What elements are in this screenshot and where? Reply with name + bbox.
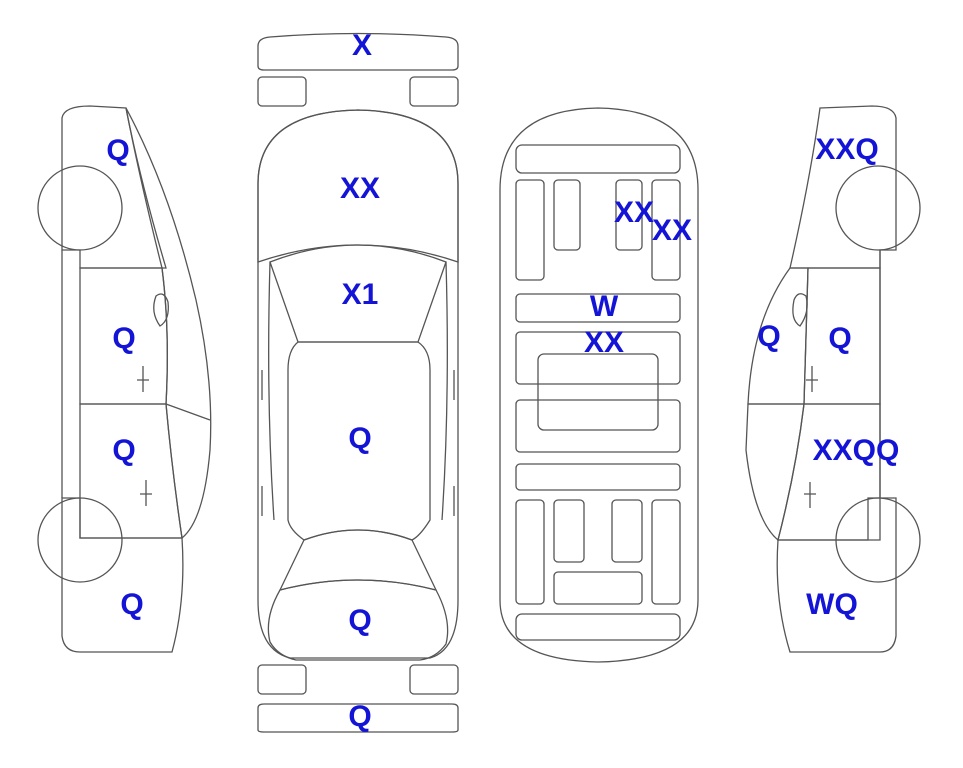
dashboard [515,144,681,174]
console-block [537,353,659,431]
interior-bar-panel[interactable] [515,293,681,323]
left-taillight [257,664,307,695]
right-rear-quarter-panel[interactable] [776,497,897,653]
rear-bench [515,463,681,491]
rear-right-side [651,499,681,605]
left-front-wheel[interactable] [37,165,123,251]
label-left-front-fender: Q [106,134,129,167]
right-seat-inner[interactable] [615,179,643,251]
right-headlight [409,76,459,107]
interior-outline [499,107,699,663]
label-left-rear-door: Q [112,434,135,467]
right-seat-side[interactable] [651,179,681,281]
rear-right-seat [611,499,643,563]
left-rear-door-panel[interactable] [79,403,183,539]
label-right-rear-quarter: WQ [806,588,858,621]
left-side-view [37,105,212,653]
left-seat [553,179,581,251]
right-taillight [409,664,459,695]
left-rear-quarter-panel[interactable] [61,497,184,653]
right-front-fender-panel[interactable] [789,105,897,269]
label-right-front-fender: XXQ [815,133,878,166]
right-rear-window [745,403,805,542]
left-side-glass [125,107,212,540]
label-rear-bumper: Q [348,700,371,733]
right-front-wheel[interactable] [835,165,921,251]
left-rear-wheel[interactable] [37,497,123,583]
right-rear-wheel[interactable] [835,497,921,583]
top-view [257,32,459,733]
rear-center [553,571,643,605]
rear-shelf [515,613,681,641]
label-interior-right-b: XX [652,214,692,247]
rear-bumper-panel[interactable] [257,703,459,733]
label-front-bumper: X [352,29,372,62]
rear-left-side [515,499,545,605]
hood-panel[interactable] [269,244,447,343]
rear-left-seat [553,499,585,563]
right-side-view [745,105,921,653]
label-left-front-door: Q [112,322,135,355]
label-interior-bar: W [590,290,619,323]
interior-view [499,107,699,663]
left-seat-side [515,179,545,281]
label-windshield: XX [340,172,380,205]
label-trunk: Q [348,604,371,637]
interior-middle-panel[interactable] [515,331,681,385]
front-bumper-panel[interactable] [257,32,459,71]
label-right-rear-door: XXQQ [813,434,900,467]
label-right-front-door: Q [828,322,851,355]
label-interior-middle: XX [584,326,624,359]
label-interior-right-a: XX [614,196,654,229]
damage-labels: X XX X1 Q Q Q XX XX W XX Q Q Q Q XXQ Q Q… [106,29,899,733]
interior-mid-lower [515,399,681,453]
trunk-panel[interactable] [267,579,449,661]
label-roof: Q [348,422,371,455]
left-headlight [257,76,307,107]
label-left-rear-quarter: Q [120,588,143,621]
label-hood: X1 [342,278,379,311]
label-right-mirror: Q [757,320,780,353]
left-front-fender-panel[interactable] [61,105,167,269]
